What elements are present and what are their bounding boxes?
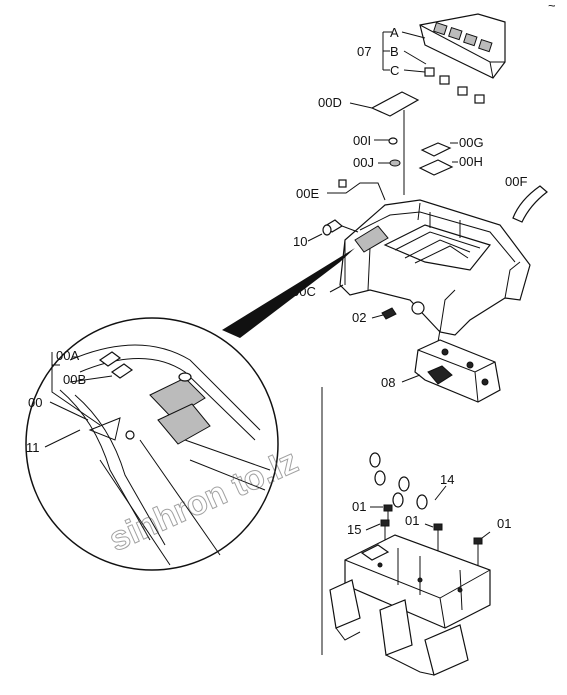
label-00: 00: [28, 395, 42, 410]
label-00E: 00E: [296, 186, 319, 201]
label-01-c: 01: [497, 516, 511, 531]
base-frame: [329, 534, 491, 676]
label-A: A: [390, 25, 399, 40]
label-10: 10: [293, 234, 307, 249]
label-00G: 00G: [459, 135, 484, 150]
switch-panel-07: [419, 13, 506, 104]
label-07: 07: [357, 44, 371, 59]
label-00D: 00D: [318, 95, 342, 110]
part-10-connector: [322, 219, 359, 236]
bracket-08: [414, 339, 501, 403]
part-00F: [512, 185, 548, 223]
part-00H: [418, 159, 454, 176]
label-C: C: [390, 63, 399, 78]
leader-07: [401, 31, 427, 73]
part-00E: [338, 179, 347, 188]
label-01-a: 01: [352, 499, 366, 514]
label-02: 02: [352, 310, 366, 325]
zoom-detail-circle: [25, 317, 279, 571]
label-08: 08: [381, 375, 395, 390]
label-00J: 00J: [353, 155, 374, 170]
bracket-07: [382, 31, 392, 71]
part-00D-cover: [370, 91, 420, 117]
corner-mark: ~: [548, 0, 556, 13]
part-00B: [110, 363, 134, 379]
label-15: 15: [347, 522, 361, 537]
console-housing-00C: [339, 199, 531, 336]
label-00F: 00F: [505, 174, 527, 189]
label-14: 14: [440, 472, 454, 487]
zoom-cone: [222, 248, 355, 338]
label-00H: 00H: [459, 154, 483, 169]
part-00G: [420, 142, 452, 157]
label-00B: 00B: [63, 372, 86, 387]
label-11: 11: [26, 440, 40, 455]
part-00A: [98, 351, 122, 367]
part-02-bolt: [371, 307, 397, 320]
label-00I: 00I: [353, 133, 371, 148]
leader-00AB: [51, 352, 113, 426]
bolts-01-15: [380, 504, 483, 570]
label-01-b: 01: [405, 513, 419, 528]
part-00I: [388, 137, 398, 145]
clips-14: [369, 452, 428, 510]
part-00J: [389, 159, 401, 167]
label-00A: 00A: [56, 348, 79, 363]
label-B: B: [390, 44, 399, 59]
